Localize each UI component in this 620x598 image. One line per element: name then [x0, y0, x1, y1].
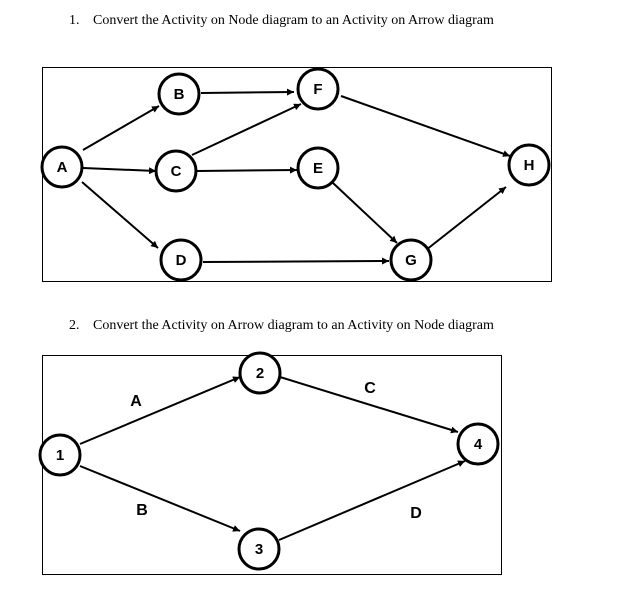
- edge-f-h: [340, 95, 511, 157]
- edge-c-e: [196, 166, 298, 174]
- aon-node-b-label: B: [174, 86, 185, 103]
- aon-node-d: D: [159, 238, 203, 282]
- aon-node-e: E: [296, 146, 340, 190]
- edge-b-f: [200, 88, 295, 96]
- activity-label-c: C: [364, 380, 376, 397]
- aoa-event-2-label: 2: [256, 365, 264, 382]
- aoa-event-3-label: 3: [255, 541, 263, 558]
- aoa-event-3: 3: [237, 527, 281, 571]
- aon-node-h-label: H: [524, 157, 535, 174]
- edge-g-h: [425, 186, 507, 251]
- question-1: 1. Convert the Activity on Node diagram t…: [69, 13, 494, 29]
- aon-diagram: A B C D E F G H: [40, 67, 551, 282]
- aon-node-h: H: [507, 143, 551, 187]
- edge-a-d: [81, 181, 159, 249]
- edge-d-g: [202, 257, 390, 265]
- aoa-event-1: 1: [38, 433, 82, 477]
- aon-diagram-frame: [42, 67, 552, 282]
- aon-node-b: B: [157, 72, 201, 116]
- question-2: 2. Convert the Activity on Arrow diagram …: [69, 318, 494, 334]
- activity-label-d: D: [410, 505, 422, 522]
- edge-a-c: [82, 167, 157, 175]
- aon-node-c-label: C: [171, 163, 182, 180]
- aon-node-f: F: [296, 67, 340, 111]
- aon-node-c: C: [154, 149, 198, 193]
- question-1-number: 1.: [69, 13, 80, 28]
- aoa-edges: [79, 376, 466, 541]
- aoa-event-4: 4: [456, 422, 500, 466]
- activity-arrow-b: [79, 465, 241, 532]
- activity-arrow-d: [278, 460, 466, 541]
- aon-edges: [81, 88, 511, 265]
- aoa-event-1-label: 1: [56, 447, 64, 464]
- aon-node-e-label: E: [313, 160, 323, 177]
- edge-a-b: [82, 105, 160, 151]
- aoa-event-2: 2: [238, 351, 282, 395]
- edge-e-g: [332, 182, 398, 244]
- aon-node-f-label: F: [313, 81, 322, 98]
- aon-node-g: G: [389, 238, 433, 282]
- aon-node-d-label: D: [176, 252, 187, 269]
- aon-node-g-label: G: [405, 252, 417, 269]
- aon-node-a: A: [40, 145, 84, 189]
- activity-arrow-a: [79, 376, 241, 445]
- edge-c-f: [191, 103, 302, 156]
- activity-label-a: A: [130, 393, 142, 410]
- activity-arrow-c: [279, 376, 459, 434]
- aon-node-a-label: A: [57, 159, 68, 176]
- aoa-event-4-label: 4: [474, 436, 483, 453]
- activity-label-b: B: [136, 502, 148, 519]
- aoa-diagram: A B C D 1 2 3 4: [38, 351, 500, 571]
- question-1-text: Convert the Activity on Node diagram to …: [93, 13, 494, 28]
- question-2-text: Convert the Activity on Arrow diagram to…: [93, 318, 494, 333]
- question-2-number: 2.: [69, 318, 80, 333]
